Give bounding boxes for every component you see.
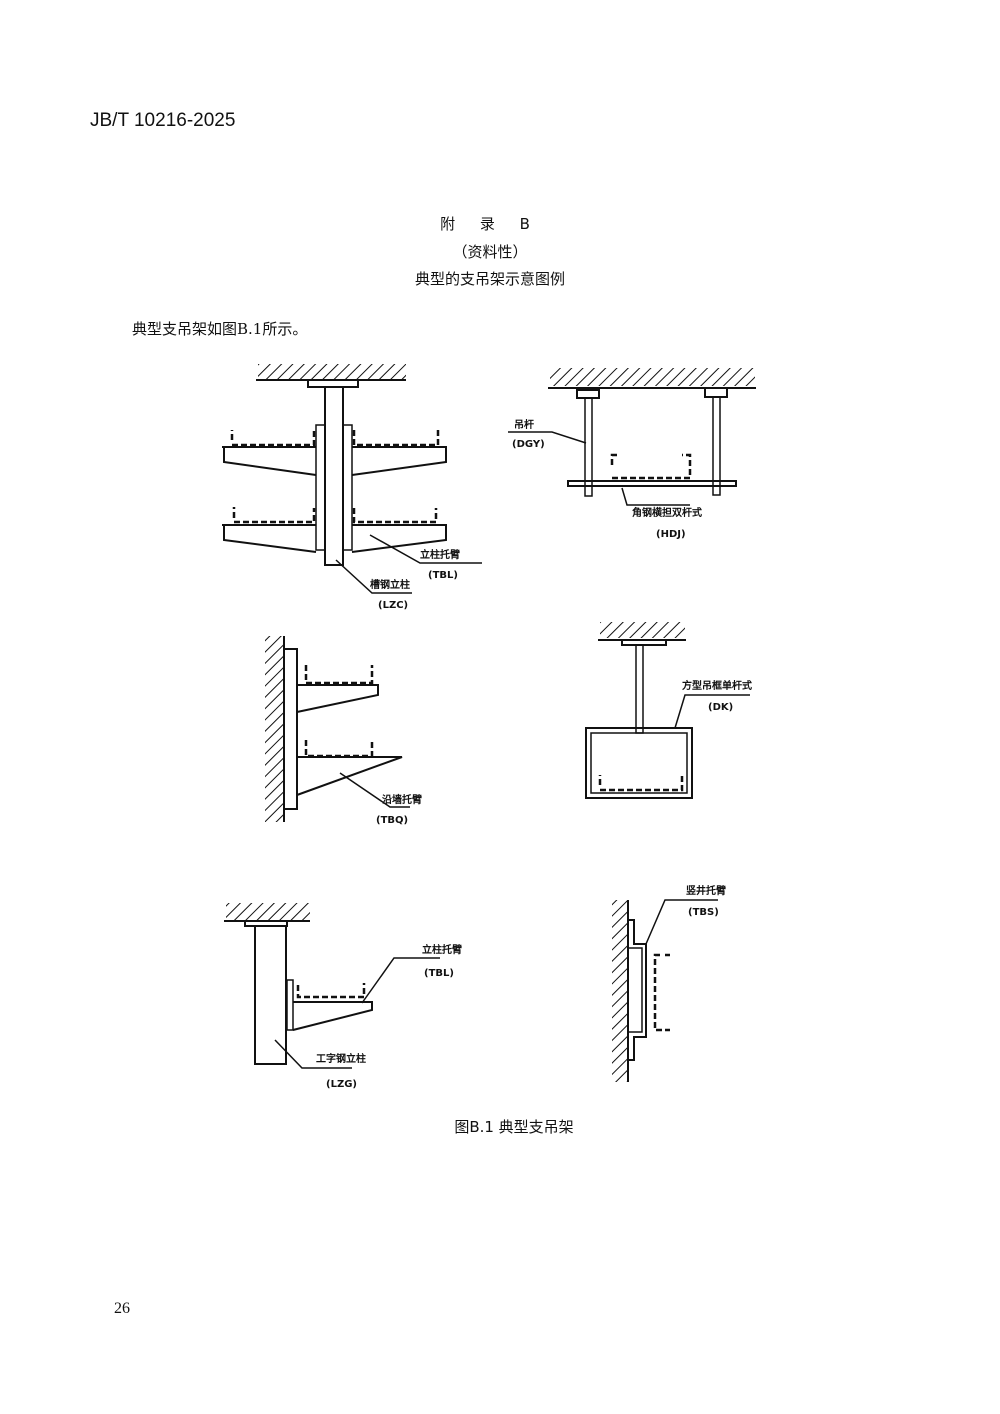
appendix-title: 附 录 B — [440, 215, 540, 233]
label-dgy-code: (DGY) — [512, 439, 545, 450]
diagram-shaft-bracket: 竖井托臂 (TBS) — [612, 884, 726, 1082]
label-tbs-code: (TBS) — [688, 907, 719, 918]
figure-caption: 图B.1 典型支吊架 — [454, 1118, 574, 1136]
label-tbl-2: 立柱托臂 — [422, 943, 462, 956]
label-tbq-code: (TBQ) — [376, 815, 408, 826]
diagram-angle-double-rod: 吊杆 (DGY) 角钢横担双杆式 (HDJ) — [508, 368, 756, 540]
intro-text: 典型支吊架如图B.1所示。 — [132, 320, 308, 338]
label-hdj: 角钢横担双杆式 — [632, 506, 702, 519]
label-lzc-code: (LZC) — [378, 600, 408, 611]
label-tbl-1: 立柱托臂 — [420, 548, 460, 561]
label-dgy: 吊杆 — [514, 418, 534, 431]
label-lzg: 工字钢立柱 — [316, 1052, 366, 1065]
label-tbs: 竖井托臂 — [686, 884, 726, 897]
label-tbl-1-code: (TBL) — [428, 570, 458, 581]
diagram-ibeam-column: 立柱托臂 (TBL) 工字钢立柱 (LZG) — [224, 903, 462, 1090]
label-tbl-2-code: (TBL) — [424, 968, 454, 979]
label-dk: 方型吊框单杆式 — [682, 679, 752, 692]
label-lzg-code: (LZG) — [326, 1079, 357, 1090]
label-dk-code: (DK) — [708, 702, 733, 713]
page-number: 26 — [114, 1300, 130, 1317]
label-lzc: 槽钢立柱 — [370, 578, 410, 591]
diagram-wall-bracket: 沿墙托臂 (TBQ) — [265, 636, 422, 826]
diagram-square-frame: 方型吊框单杆式 (DK) — [585, 622, 752, 799]
appendix-name: 典型的支吊架示意图例 — [414, 270, 565, 288]
document-id: JB/T 10216-2025 — [90, 110, 236, 131]
diagram-channel-column: 立柱托臂 (TBL) 槽钢立柱 (LZC) — [222, 364, 482, 611]
appendix-nature: （资料性） — [452, 243, 528, 261]
label-hdj-code: (HDJ) — [656, 529, 686, 540]
label-tbq: 沿墙托臂 — [382, 793, 422, 806]
